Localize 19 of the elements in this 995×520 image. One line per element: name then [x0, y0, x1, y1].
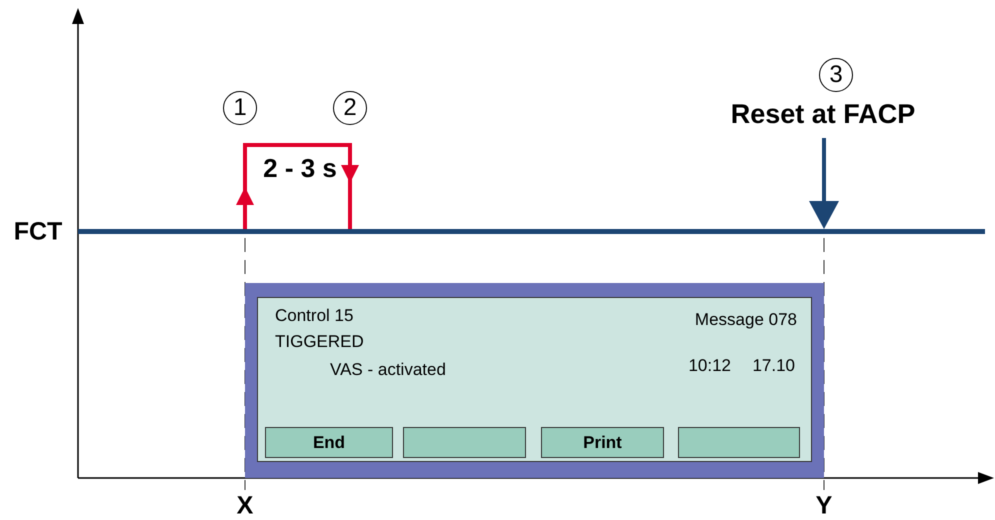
soft-key — [678, 427, 800, 458]
screen-text: 17.10 — [752, 356, 795, 376]
callout-number: 2 — [333, 91, 367, 125]
event-label: Reset at FACP — [700, 96, 946, 132]
display-screen — [257, 297, 812, 462]
callout-number: 1 — [223, 91, 257, 125]
signal-name: FCT — [14, 219, 62, 244]
display-panel — [245, 283, 824, 478]
axis-mark: Y — [816, 494, 832, 518]
screen-text: TIGGERED — [275, 332, 364, 352]
screen-text: VAS - activated — [330, 360, 446, 380]
screen-text: Control 15 — [275, 306, 354, 326]
axis-mark: X — [236, 494, 254, 518]
screen-text: 10:12 — [688, 356, 731, 376]
soft-key: Print — [541, 427, 664, 458]
soft-key: End — [265, 427, 393, 458]
callout-number: 3 — [819, 58, 853, 92]
screen-text: Message 078 — [694, 310, 797, 330]
soft-key — [403, 427, 526, 458]
